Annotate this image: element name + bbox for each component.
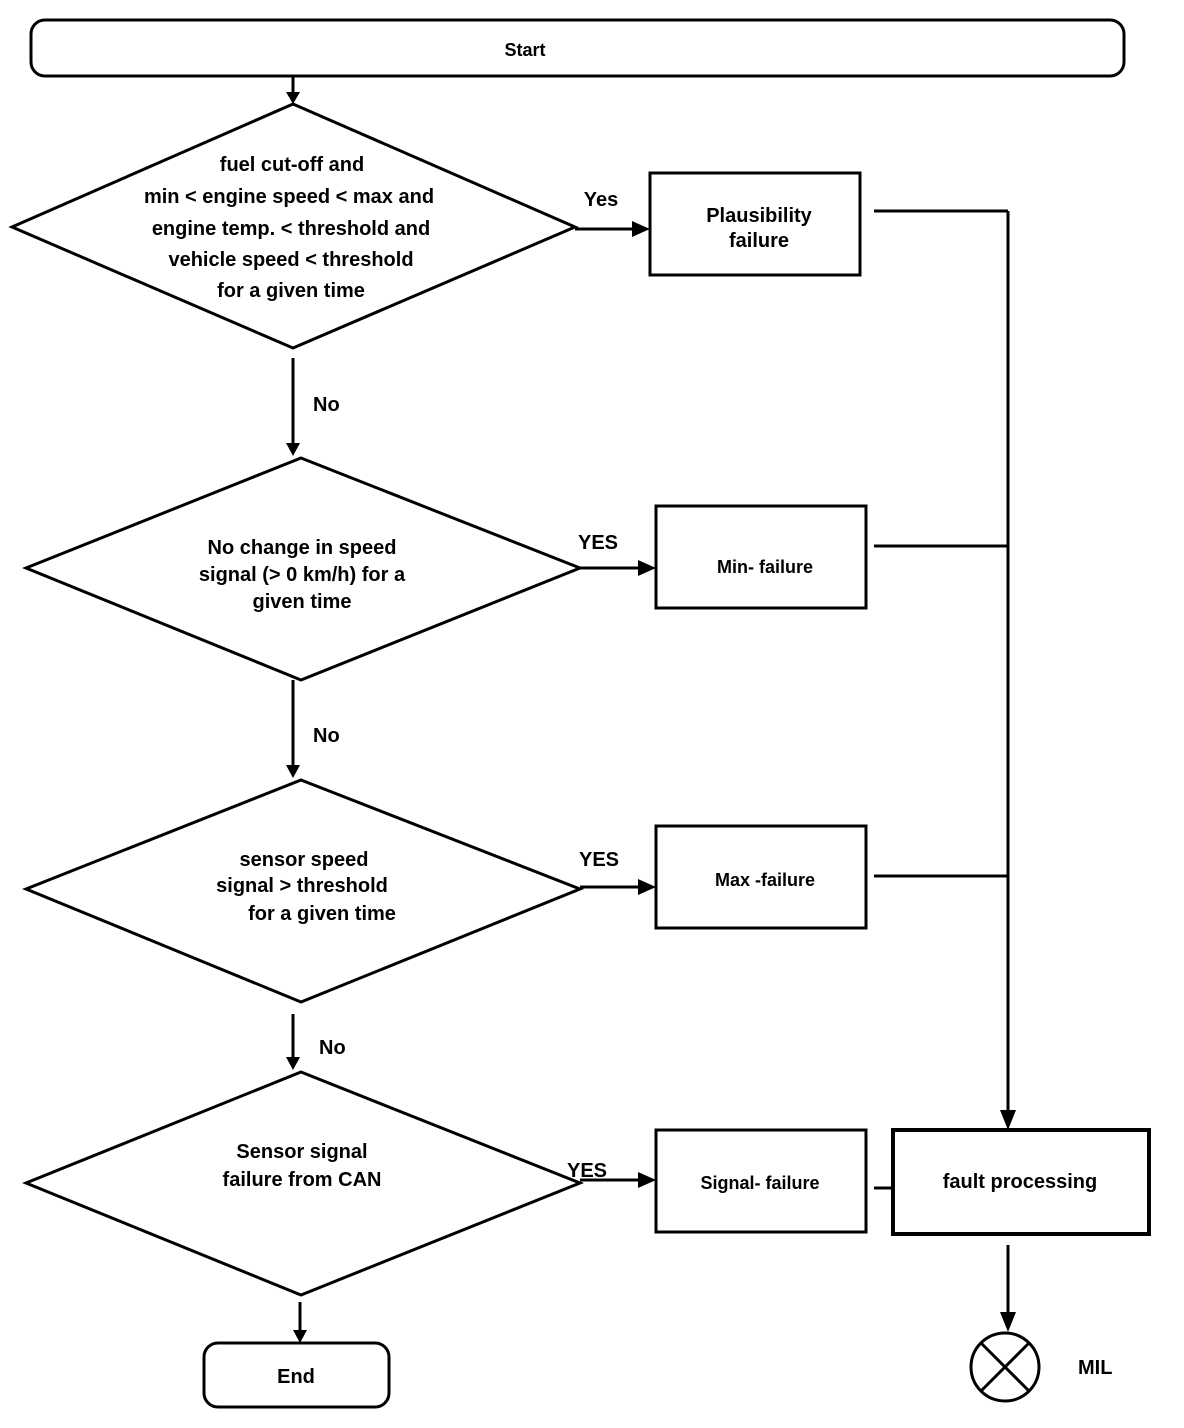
end-label: End: [277, 1366, 315, 1388]
edge-label-yes3: YES: [579, 849, 619, 871]
decision1-line1: fuel cut-off and: [220, 154, 364, 176]
max-failure-label: Max -failure: [715, 870, 815, 890]
arrow-yes-to-min-failure: YES: [578, 532, 656, 576]
decision3-line2: signal > threshold: [216, 875, 388, 897]
mil-lamp-icon: [969, 1331, 1041, 1403]
decision-fuel-cutoff: fuel cut-off and min < engine speed < ma…: [8, 102, 579, 350]
signal-failure-box: Signal- failure: [654, 1128, 868, 1234]
decision1-line2: min < engine speed < max and: [144, 186, 434, 208]
decision2-line2: signal (> 0 km/h) for a: [199, 564, 406, 586]
decision1-line4: vehicle speed < threshold: [168, 249, 413, 271]
arrow-yes-to-max-failure: YES: [579, 849, 656, 895]
decision4-line2: failure from CAN: [223, 1169, 382, 1191]
edge-label-yes4: YES: [567, 1160, 607, 1182]
failure-collector-bus: [874, 209, 1016, 1130]
decision-sensor-signal-can: Sensor signal failure from CAN: [22, 1070, 585, 1297]
arrow-to-end: [293, 1302, 307, 1343]
start-label: Start: [504, 40, 545, 60]
edge-label-yes2: YES: [578, 532, 618, 554]
arrow-no-to-decision3: No: [286, 680, 340, 778]
signal-failure-label: Signal- failure: [700, 1173, 819, 1193]
decision2-line3: given time: [253, 591, 352, 613]
fault-processing-box: fault processing: [891, 1128, 1151, 1236]
min-failure-label: Min- failure: [717, 557, 813, 577]
decision4-line1: Sensor signal: [236, 1141, 367, 1163]
decision3-line3: for a given time: [248, 903, 396, 925]
fault-processing-label: fault processing: [943, 1171, 1097, 1193]
arrow-no-to-decision2: No: [286, 358, 340, 456]
decision1-line3: engine temp. < threshold and: [152, 218, 430, 240]
decision-sensor-speed: sensor speed signal > threshold for a gi…: [21, 778, 585, 1004]
min-failure-box: Min- failure: [654, 504, 868, 610]
edge-label-no2: No: [313, 725, 340, 747]
arrow-no-to-decision4: No: [286, 1014, 346, 1070]
arrow-yes-to-signal-failure: YES: [567, 1160, 656, 1188]
plausibility-line2: failure: [729, 230, 789, 252]
max-failure-box: Max -failure: [654, 824, 868, 930]
start-node: Start: [29, 18, 1126, 78]
arrow-fault-to-mil: [1000, 1245, 1016, 1332]
decision2-line1: No change in speed: [208, 537, 397, 559]
arrow-start-to-decision1: [286, 76, 300, 104]
decision1-line5: for a given time: [217, 280, 365, 302]
edge-label-no3: No: [319, 1037, 346, 1059]
mil-label: MIL: [1078, 1357, 1112, 1379]
plausibility-line1: Plausibility: [706, 205, 812, 227]
end-node: End: [202, 1341, 391, 1409]
plausibility-failure-box: Plausibility failure: [648, 171, 862, 277]
decision-no-change-speed: No change in speed signal (> 0 km/h) for…: [21, 456, 585, 682]
edge-label-yes1: Yes: [584, 189, 618, 211]
edge-label-no1: No: [313, 394, 340, 416]
decision3-line1: sensor speed: [240, 849, 369, 871]
arrow-yes-to-plausibility: Yes: [575, 189, 650, 237]
